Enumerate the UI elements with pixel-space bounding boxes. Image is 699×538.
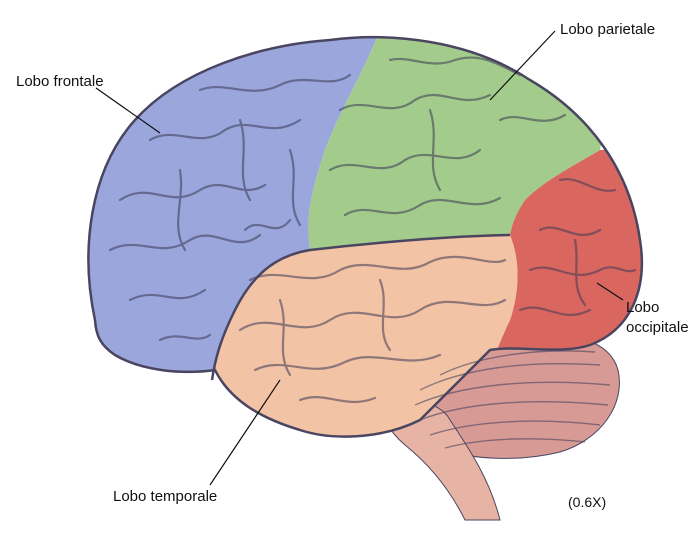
leader-parietal — [489, 30, 556, 101]
leader-frontal — [95, 87, 161, 134]
brain-outline — [87, 35, 644, 438]
scale-label: (0.6X) — [568, 494, 607, 510]
frontal-lobe — [88, 37, 380, 400]
leader-occipital — [596, 282, 624, 301]
brainstem — [382, 397, 501, 521]
label-occipital-lobe-line1: Lobo — [626, 299, 660, 316]
lateral-sulcus — [210, 233, 511, 381]
label-frontal-lobe: Lobo frontale — [16, 73, 104, 90]
label-temporal-lobe: Lobo temporale — [113, 488, 218, 505]
gyri-texture — [108, 56, 637, 403]
label-parietal-lobe: Lobo parietale — [560, 21, 656, 38]
leader-temporal — [209, 379, 281, 486]
cerebellum-folia — [414, 350, 611, 449]
temporal-lobe — [212, 235, 518, 437]
label-occipital-lobe-line2: occipitale — [626, 319, 689, 336]
leader-lines — [95, 30, 624, 486]
